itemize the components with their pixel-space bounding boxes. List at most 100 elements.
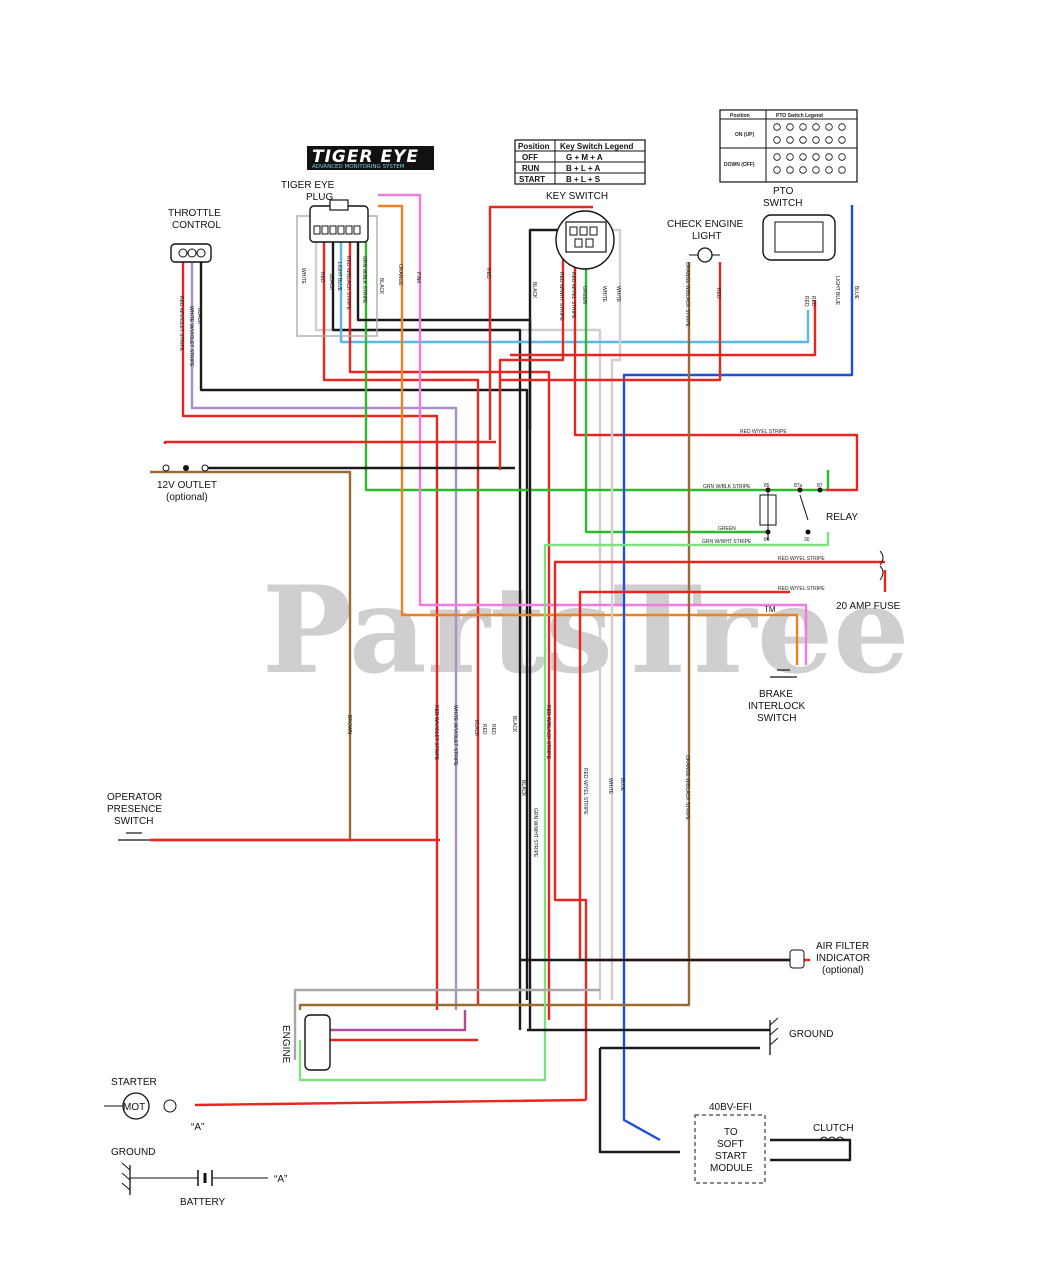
key-switch: KEY SWITCH: [546, 191, 615, 270]
starter: MOT STARTER “A”: [104, 1077, 204, 1133]
label-white: WHITE: [300, 268, 306, 285]
label-red-blk: RED W/BLACK STRIPE: [345, 256, 351, 311]
label-green-key: GREEN: [581, 286, 587, 304]
label-black: BLACK: [328, 274, 334, 291]
throttle-label-1: THROTTLE: [168, 208, 221, 219]
wire-black-key: [528, 228, 570, 430]
key-switch-legend: Position Key Switch Legend OFF G + M + A…: [514, 139, 646, 185]
wire-violet-engine: [330, 1010, 467, 1032]
wire-grn-wht: [298, 532, 830, 1082]
label-black-v: BLACK: [473, 720, 479, 737]
module-line-1: TO: [724, 1127, 738, 1138]
label-red: RED: [319, 272, 325, 283]
wire-red-pto: [510, 300, 817, 357]
starter-ref: “A”: [191, 1122, 204, 1133]
tiger-eye-logo: TIGER EYE ADVANCED MONITORING SYSTEM: [307, 146, 434, 170]
starter-mot: MOT: [123, 1102, 145, 1113]
label-red-cel: RED: [715, 288, 721, 299]
relay: 85 87a 87 86 30 RELAY: [759, 483, 858, 543]
label-white-violet-throttle: WHITE W/VIOLET STRIPE: [188, 306, 194, 367]
wire-grn-blk-plug: [364, 230, 830, 492]
tiger-eye-plug: TIGER EYE PLUG: [281, 180, 378, 337]
pto-label-2: SWITCH: [763, 198, 802, 209]
wire-orange-plug: [378, 204, 799, 665]
fuse-label: 20 AMP FUSE: [836, 601, 901, 612]
wire-red-key: [488, 205, 593, 440]
label-grn-blk-h: GRN W/BLK STRIPE: [703, 484, 751, 490]
module-line-2: SOFT: [717, 1139, 744, 1150]
legend-start-val: B + L + S: [566, 175, 601, 184]
label-orange-blk: ORANGE W/BLACK STRIPE: [684, 262, 690, 328]
brake-label-3: SWITCH: [757, 713, 796, 724]
label-red-pto-2: RED: [810, 296, 816, 307]
battery-ref: “A”: [274, 1174, 287, 1185]
pto-legend-down: DOWN (OFF): [724, 162, 755, 168]
relay-pin-30: 30: [804, 537, 810, 543]
label-black-2: BLACK: [378, 278, 384, 295]
watermark-tm: TM: [764, 605, 776, 614]
starter-label: STARTER: [111, 1077, 157, 1088]
label-red-v2: RED: [490, 724, 496, 735]
label-red-key: RED: [485, 268, 491, 279]
legend-run: RUN: [522, 164, 540, 173]
legend-off-val: G + M + A: [566, 153, 603, 162]
wire-red-wht-key: [498, 248, 578, 470]
ground-right: GROUND: [769, 1017, 833, 1055]
key-switch-label: KEY SWITCH: [546, 191, 608, 202]
operator-presence-switch: OPERATOR PRESENCE SWITCH: [107, 792, 162, 841]
label-black-v3: BLACK: [520, 780, 526, 797]
relay-label: RELAY: [826, 512, 858, 523]
wire-red-yel-fuse: [553, 560, 885, 1100]
label-red-pto: RED: [803, 296, 809, 307]
label-orange-blk-v: ORANGE W/BLACK STRIPE: [684, 755, 690, 821]
label-red-yel-v: RED W/YEL STRIPE: [582, 768, 588, 815]
throttle-label-2: CONTROL: [172, 220, 221, 231]
operator-label-3: SWITCH: [114, 816, 153, 827]
legend-header-position: Position: [518, 142, 550, 151]
air-filter-label-2: INDICATOR: [816, 953, 870, 964]
battery-label: BATTERY: [180, 1197, 226, 1208]
operator-label-2: PRESENCE: [107, 804, 162, 815]
label-red-violet: RED W/VIOLET STRIPE: [433, 705, 439, 761]
relay-pin-87: 87: [817, 483, 823, 489]
label-light-blue-pto: LIGHT BLUE: [834, 276, 840, 306]
module-line-4: MODULE: [710, 1163, 753, 1174]
wire-black-module: [598, 1048, 680, 1154]
wire-red-blk-plug: [348, 230, 551, 1020]
label-white-key-2: WHITE: [615, 286, 621, 303]
watermark: PartsTree: [262, 560, 909, 701]
pto-switch: PTO SWITCH: [762, 186, 836, 261]
brake-label-2: INTERLOCK: [748, 701, 806, 712]
ground-left-label: GROUND: [111, 1147, 155, 1158]
wire-red-violet: [181, 260, 439, 1010]
outlet-12v: 12V OUTLET (optional): [157, 464, 217, 503]
legend-off: OFF: [522, 153, 538, 162]
operator-label-1: OPERATOR: [107, 792, 162, 803]
relay-pin-85: 85: [764, 483, 770, 489]
wire-white-key: [605, 228, 622, 1000]
label-red-violet-throttle: RED W/VIOLET STRIPE: [178, 296, 184, 352]
brake-interlock-switch: BRAKE INTERLOCK SWITCH: [748, 669, 806, 724]
pto-legend-on: ON (UP): [735, 132, 755, 138]
clutch-label: CLUTCH: [813, 1123, 854, 1134]
label-red-v: RED: [481, 724, 487, 735]
label-grn-wht-h: GRN W/WHT STRIPE: [702, 539, 752, 545]
relay-pin-87a: 87a: [794, 483, 803, 489]
label-red-yel-h2: RED W/YEL STRIPE: [778, 556, 825, 562]
wire-black-plug-2: [356, 230, 532, 1030]
plug-label-1: TIGER EYE: [281, 180, 335, 191]
wire-black-clutch: [770, 1138, 852, 1162]
wire-black-plug: [331, 230, 522, 1030]
throttle-control: THROTTLE CONTROL: [168, 208, 221, 263]
label-grn-wht-v: GRN W/WHT STRIPE: [532, 808, 538, 858]
relay-pin-86: 86: [764, 537, 770, 543]
label-blue-pto: BLUE: [853, 286, 859, 300]
module-title: 40BV-EFI: [709, 1102, 752, 1113]
label-red-yel-h1: RED W/YEL STRIPE: [740, 429, 787, 435]
label-black-key: BLACK: [531, 282, 537, 299]
label-red-blk-v: RED W/BLACK STRIPE: [545, 705, 551, 760]
outlet-label-2: (optional): [166, 492, 208, 503]
fuse: 20 AMP FUSE: [836, 550, 901, 612]
engine-label: ENGINE: [280, 1025, 291, 1064]
